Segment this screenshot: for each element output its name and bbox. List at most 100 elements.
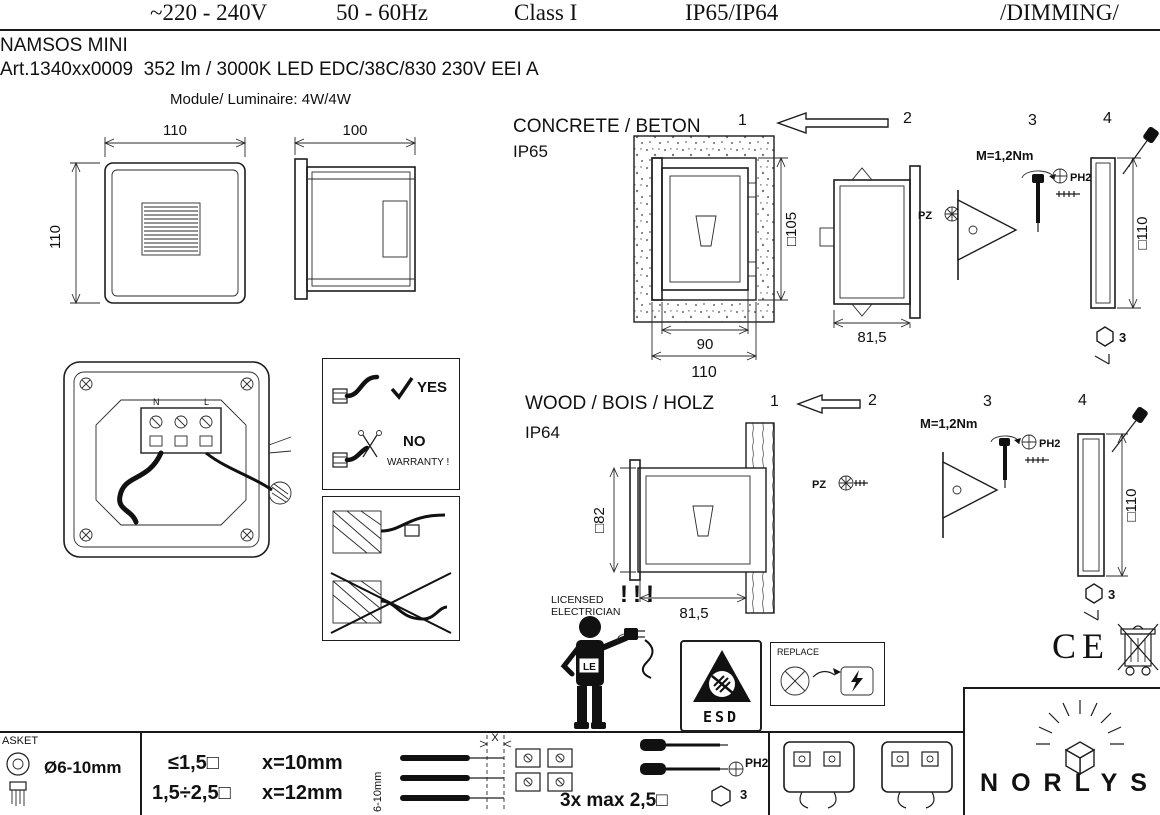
product-module: Module/ Luminaire: 4W/4W [170, 91, 351, 108]
wood-step-1: 1 [770, 393, 779, 410]
concrete-ip-rating: IP65 [513, 142, 548, 161]
screwdrivers-drawing [640, 739, 744, 777]
junction-box-icon [881, 741, 953, 809]
wire-strip-diagram: X [400, 732, 573, 811]
junction-boxes-drawing [783, 741, 953, 809]
cable-gland-icon [332, 374, 380, 404]
wire-max-label: 3x max 2,5□ [560, 790, 668, 811]
cut-cable-gland-icon [332, 430, 382, 468]
esd-warning-box: ESD [680, 640, 762, 732]
product-name: NAMSOS MINI [0, 35, 128, 56]
dimension-label: 110 [163, 122, 187, 139]
product-article: Art.1340xx0009 352 lm / 3000K LED EDC/38… [0, 59, 539, 80]
header-divider [0, 29, 1160, 31]
pz-label: PZ [812, 479, 826, 491]
front-view-drawing: 110 110 [47, 122, 247, 305]
terminal-n-label: N [153, 397, 160, 407]
concrete-step2-drawing: 81,5 [819, 165, 921, 346]
gasket-cell-divider [140, 733, 142, 815]
side-view-drawing: 100 [293, 122, 417, 300]
torque-label: M=1,2Nm [976, 148, 1034, 163]
wood-section-title: WOOD / BOIS / HOLZ [525, 393, 714, 414]
alert-exclamations: !!! [620, 581, 659, 608]
sunburst-logo-icon [1036, 700, 1124, 776]
supply-cable [117, 450, 292, 525]
left-arrow-icon [796, 393, 861, 415]
replace-label: REPLACE [777, 647, 820, 657]
screwdriver-icon [1122, 127, 1159, 175]
check-icon [390, 377, 414, 400]
header-voltage: ~220 - 240V [150, 0, 268, 25]
stripped-wires [400, 755, 504, 801]
concrete-step1-drawing: □105 90 110 [633, 135, 800, 381]
header-class: Class I [514, 0, 578, 25]
dimension-label: 100 [342, 122, 367, 139]
strip-range-label: 6-10mm [372, 771, 384, 812]
plug-icon [617, 628, 645, 643]
dimension-label: □82 [591, 507, 608, 533]
gasket-label: ASKET [2, 735, 39, 747]
pz-label: PZ [918, 210, 932, 222]
dimension-label: 81,5 [679, 605, 708, 622]
concrete-step-3: 3 [1028, 112, 1037, 129]
bottom-divider [0, 731, 963, 733]
esd-label: ESD [702, 708, 740, 726]
exploded-fixture-drawing: N L [63, 361, 292, 558]
replace-diagram [780, 666, 874, 696]
warranty-label: WARRANTY ! [387, 457, 450, 468]
electrician-label-line1: LICENSED [551, 594, 604, 606]
service-lamp-icon [840, 666, 874, 696]
hex-size-label: 3 [1119, 330, 1126, 345]
junction-cell-divider [768, 733, 770, 815]
logo-box: NORLYS [963, 687, 1160, 815]
hex-key-icon [711, 785, 731, 807]
replace-info-box: REPLACE [770, 642, 885, 706]
ph2-screw-icon: PH2 [1021, 434, 1060, 463]
strip-x-label: X [491, 732, 499, 744]
screwdriver-torque-icon [990, 435, 1021, 488]
hex-key-icon: 3 [1094, 326, 1126, 365]
cross-out-icon [330, 572, 452, 634]
dimension-label: 110 [691, 364, 717, 381]
electrician-badge: LE [583, 662, 596, 673]
hex-size-label: 3 [740, 787, 748, 802]
ph2-label: PH2 [1039, 438, 1060, 450]
ph2-label: PH2 [1070, 172, 1091, 184]
screwdriver-torque-icon [1021, 170, 1056, 232]
concrete-step-1: 1 [738, 112, 747, 129]
cable-routing-wrong-diagram [330, 572, 452, 634]
torque-label: M=1,2Nm [920, 416, 978, 431]
hex-size-label: 3 [1108, 587, 1115, 602]
louver-grille-icon [141, 202, 201, 256]
left-arrow-icon [775, 112, 889, 134]
corner-screw-icon [79, 377, 254, 542]
gasket-diameter-label: Ø6-10mm [44, 758, 122, 777]
ph2-screwdriver-icon [640, 761, 744, 777]
weee-bin-icon [1117, 623, 1159, 676]
cable-routing-ok-diagram [332, 510, 446, 554]
terminal-block: N L [140, 397, 222, 454]
yes-label: YES [417, 379, 448, 396]
strip-length-small: x=10mm [262, 752, 343, 774]
hex-key-icon: 3 [1083, 583, 1115, 621]
concrete-section-title: CONCRETE / BETON [513, 116, 701, 137]
dimension-label: 81,5 [857, 329, 886, 346]
junction-box-icon [783, 741, 855, 809]
wood-step3-drawing: PH2 [942, 434, 1060, 538]
wood-step1-drawing: □82 81,5 [591, 422, 775, 622]
screwdriver-icon [1111, 407, 1148, 453]
concrete-step-4: 4 [1103, 110, 1112, 127]
header-frequency: 50 - 60Hz [336, 0, 428, 25]
wood-step4-drawing: □110 3 [1077, 407, 1148, 621]
cube-icon [1064, 741, 1096, 776]
header-ip-rating: IP65/IP64 [685, 0, 779, 25]
esd-triangle-icon [693, 650, 751, 702]
mounting-wedge-icon [942, 452, 999, 538]
strip-length-large: x=12mm [262, 782, 343, 804]
concrete-step4-drawing: □110 3 [1090, 127, 1159, 365]
brand-wordmark: NORLYS [980, 769, 1160, 797]
wood-step-3: 3 [983, 393, 992, 410]
ph2-screw-icon: PH2 [1052, 168, 1091, 197]
ph2-label: PH2 [745, 756, 769, 770]
wood-step-4: 4 [1078, 392, 1087, 409]
